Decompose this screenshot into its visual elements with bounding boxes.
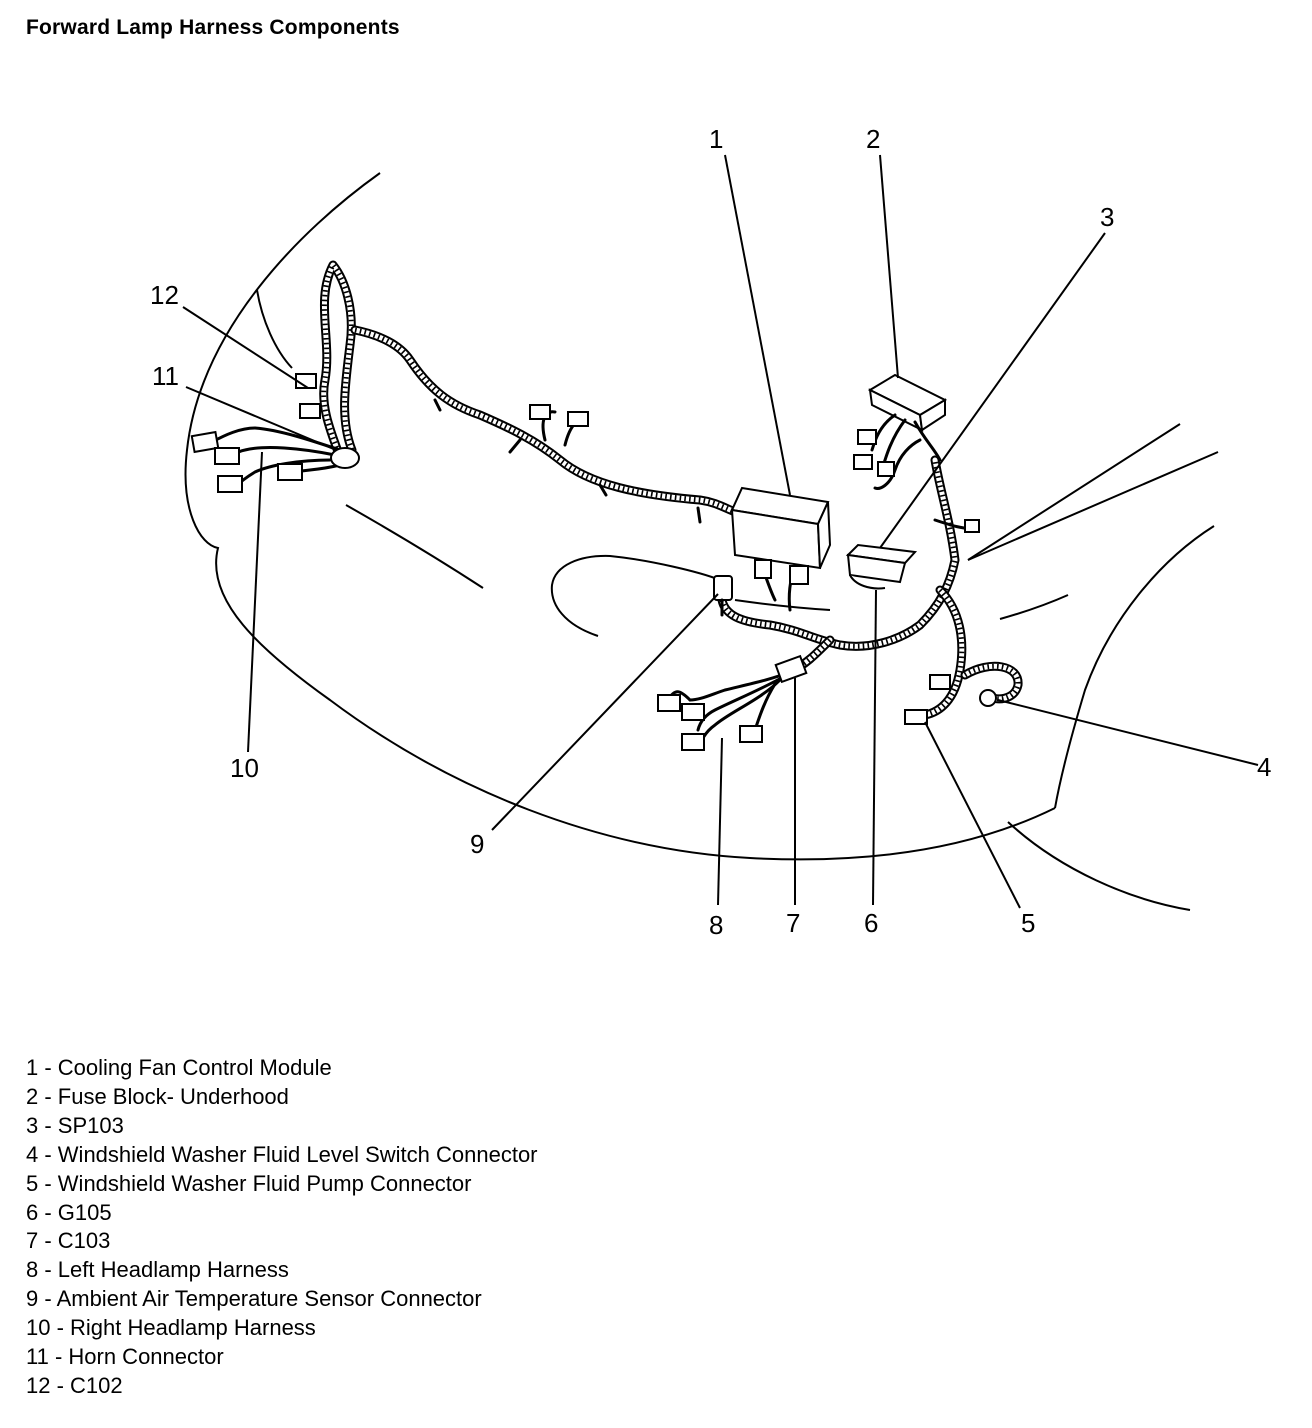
harness-illustration: .body-line { fill:none; stroke:#000; str…	[150, 124, 1271, 940]
legend-item: 1 - Cooling Fan Control Module	[26, 1055, 332, 1080]
callout-3: 3	[1100, 202, 1114, 232]
component-legend: 1 - Cooling Fan Control Module 2 - Fuse …	[26, 1054, 538, 1401]
callout-labels: 1 2 3 4 5 6 7 8 9 10 11 12	[150, 124, 1271, 940]
ground-bracket	[845, 543, 918, 590]
callout-4: 4	[1257, 752, 1271, 782]
callout-6: 6	[864, 908, 878, 938]
callout-8: 8	[709, 910, 723, 940]
main-harness	[319, 260, 1023, 720]
legend-item: 7 - C103	[26, 1228, 111, 1254]
legend-item: 9 - Ambient Air Temperature Sensor Conne…	[26, 1286, 482, 1312]
legend-item: 10 - Right Headlamp Harness	[26, 1315, 316, 1341]
callout-2: 2	[866, 124, 880, 154]
legend-item: 3 - SP103	[26, 1112, 124, 1138]
legend-item: 5 - Windshield Washer Fluid Pump Connect…	[26, 1170, 472, 1196]
legend-item: 6 - G105	[26, 1199, 112, 1225]
callout-1: 1	[709, 124, 723, 154]
callout-9: 9	[470, 829, 484, 859]
legend-item: 12 - C102	[26, 1372, 123, 1398]
vehicle-body-outline	[184, 172, 1219, 911]
callout-7: 7	[786, 908, 800, 938]
callout-leaders	[182, 154, 1259, 909]
fuse-block-underhood	[853, 373, 948, 477]
legend-item: 8 - Left Headlamp Harness	[26, 1257, 289, 1283]
left-headlamp-harness	[657, 654, 808, 751]
callout-10: 10	[230, 753, 259, 783]
cooling-fan-control-module	[730, 486, 832, 612]
legend-item: 2 - Fuse Block- Underhood	[26, 1083, 289, 1109]
callout-12: 12	[150, 280, 179, 310]
diagram-title: Forward Lamp Harness Components	[26, 16, 400, 39]
legend-item: 4 - Windshield Washer Fluid Level Switch…	[26, 1141, 538, 1167]
callout-5: 5	[1021, 908, 1035, 938]
legend-item: 11 - Horn Connector	[26, 1344, 224, 1370]
callout-11: 11	[152, 361, 179, 391]
washer-connectors	[904, 674, 997, 725]
ambient-air-temp-sensor	[713, 575, 733, 617]
harness-branches	[433, 398, 980, 533]
